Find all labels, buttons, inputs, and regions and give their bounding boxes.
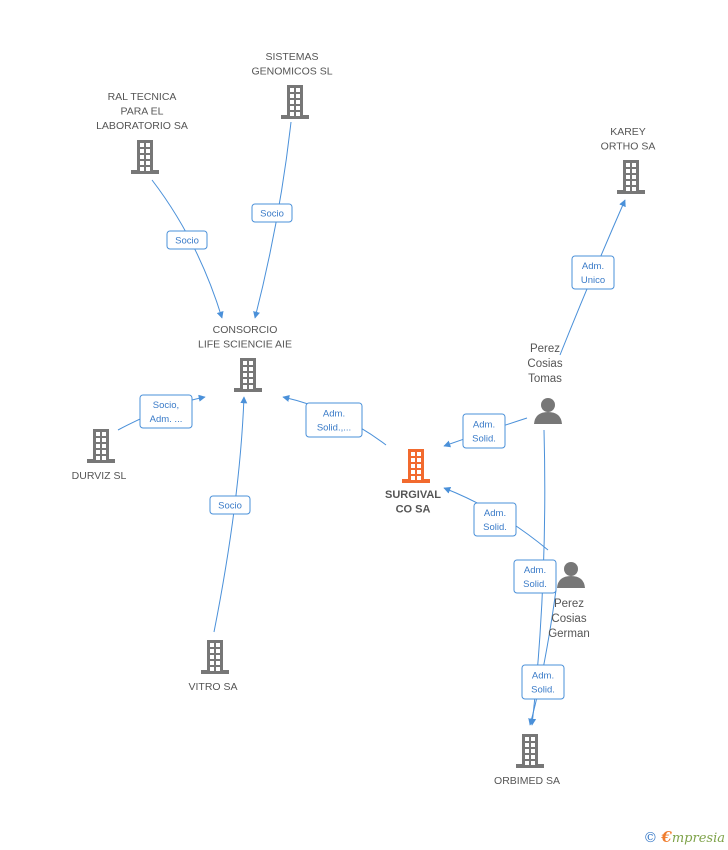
node-ral[interactable]: RAL TECNICA PARA EL LABORATORIO SA xyxy=(96,91,188,174)
node-label: GENOMICOS SL xyxy=(251,66,332,78)
edge-label-text: Adm. xyxy=(532,671,554,682)
person-icon xyxy=(534,398,562,424)
edge-label-text: Solid. xyxy=(483,522,507,533)
node-label: LABORATORIO SA xyxy=(96,120,188,132)
edge-label-tomas-to-orbimed[interactable]: Adm. Solid. xyxy=(513,559,557,594)
edge-label-german-to-orbimed[interactable]: Adm. Solid. xyxy=(521,664,565,700)
node-label: KAREY xyxy=(610,126,646,138)
edge-label-box xyxy=(251,203,293,223)
building-icon xyxy=(131,140,159,174)
edge-label-text: Solid.,... xyxy=(317,423,351,434)
edge-label-durviz-to-consorcio[interactable]: Socio, Adm. ... xyxy=(139,394,193,429)
edge-label-text: Adm. xyxy=(323,409,345,420)
edge-german-to-orbimed xyxy=(528,589,557,726)
edge-label-text: Socio xyxy=(260,209,284,220)
building-icon xyxy=(617,160,645,194)
node-vitro[interactable]: VITRO SA xyxy=(188,640,238,693)
node-label: Tomas xyxy=(528,373,562,385)
node-label: CO SA xyxy=(396,504,431,516)
edge-label-surgival-to-consorcio[interactable]: Adm. Solid.,... xyxy=(305,402,363,438)
building-icon xyxy=(516,734,544,768)
edge-label-text: Solid. xyxy=(523,579,547,590)
edge-label-box xyxy=(462,413,506,449)
node-label: LIFE SCIENCIE AIE xyxy=(198,339,292,351)
edge-label-sistemas-to-consorcio[interactable]: Socio xyxy=(251,203,293,223)
edge-label-box xyxy=(209,495,251,515)
building-icon xyxy=(402,449,430,483)
edge-label-box xyxy=(473,502,517,537)
building-icon xyxy=(234,358,262,392)
edge-label-box xyxy=(139,394,193,429)
node-consorcio[interactable]: CONSORCIO LIFE SCIENCIE AIE xyxy=(198,324,292,392)
node-label: RAL TECNICA xyxy=(108,91,177,103)
edge-label-box xyxy=(571,255,615,290)
node-sistemas[interactable]: SISTEMAS GENOMICOS SL xyxy=(251,51,333,119)
node-label: Cosias xyxy=(527,358,562,370)
node-label: ORTHO SA xyxy=(601,141,656,153)
edge-label-text: Adm. ... xyxy=(150,414,183,425)
edge-label-text: Adm. xyxy=(473,420,495,431)
building-icon xyxy=(281,85,309,119)
edge-label-vitro-to-consorcio[interactable]: Socio xyxy=(209,495,251,515)
node-label: German xyxy=(548,628,590,640)
node-label: VITRO SA xyxy=(188,681,237,693)
node-surgival[interactable]: SURGIVAL CO SA xyxy=(385,449,441,516)
node-label: DURVIZ SL xyxy=(72,470,127,482)
edge-label-text: Adm. xyxy=(524,565,546,576)
building-icon xyxy=(201,640,229,674)
node-label: SURGIVAL xyxy=(385,489,441,501)
building-icon xyxy=(87,429,115,463)
edge-label-german-to-surgival[interactable]: Adm. Solid. xyxy=(473,502,517,537)
edge-label-box xyxy=(166,230,208,250)
edge-label-text: Adm. xyxy=(484,508,506,519)
node-label: CONSORCIO xyxy=(213,324,278,336)
person-icon xyxy=(557,562,585,588)
node-durviz[interactable]: DURVIZ SL xyxy=(72,429,127,482)
edge-label-box xyxy=(305,402,363,438)
edge-label-text: Solid. xyxy=(531,685,555,696)
node-orbimed[interactable]: ORBIMED SA xyxy=(494,734,560,787)
empresia-logo[interactable]: ©€mpresia xyxy=(643,828,725,846)
edge-label-tomas-to-surgival[interactable]: Adm. Solid. xyxy=(462,413,506,449)
edge-label-text: Adm. xyxy=(582,261,604,272)
node-label: Perez xyxy=(554,598,584,610)
node-karey[interactable]: KAREY ORTHO SA xyxy=(601,126,656,194)
edge-label-text: Solid. xyxy=(472,434,496,445)
edge-label-text: Unico xyxy=(581,275,605,286)
edge-label-ral-to-consorcio[interactable]: Socio xyxy=(166,230,208,250)
node-label: Perez xyxy=(530,343,560,355)
node-label: SISTEMAS xyxy=(265,51,318,63)
edge-label-text: Socio xyxy=(218,501,242,512)
node-label: PARA EL xyxy=(121,106,164,118)
copyright-icon: © xyxy=(643,830,658,846)
node-label: ORBIMED SA xyxy=(494,775,560,787)
node-label: Cosias xyxy=(551,613,586,625)
brand-e: € xyxy=(661,828,672,846)
edge-label-tomas-to-karey[interactable]: Adm. Unico xyxy=(571,255,615,290)
edge-label-box xyxy=(513,559,557,594)
brand-name: mpresia xyxy=(671,831,725,846)
edge-label-text: Socio xyxy=(175,236,199,247)
edge-label-box xyxy=(521,664,565,700)
edge-label-text: Socio, xyxy=(153,400,179,411)
